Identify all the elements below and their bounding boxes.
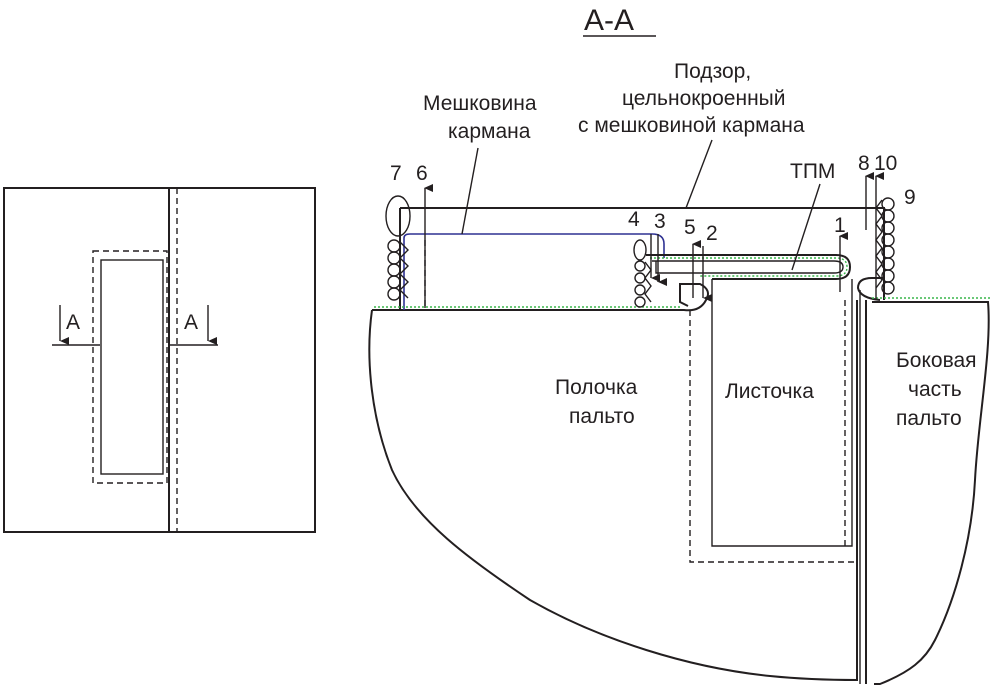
- label-facing-line1: Подзор,: [674, 60, 751, 83]
- label-pocket-bag-line1: Мешковина: [423, 92, 537, 115]
- seam-number-10: 10: [874, 152, 897, 175]
- seam-number-7: 7: [390, 162, 402, 185]
- overlock-stitch-middle: [633, 239, 652, 308]
- seam-number-3: 3: [654, 210, 666, 233]
- pocket-bag-line: [403, 233, 665, 310]
- overlock-stitch-right: [875, 197, 895, 295]
- label-facing-line2: цельнокроенный: [622, 87, 786, 110]
- section-view: [368, 139, 990, 685]
- front-panel-outline: [368, 283, 858, 682]
- leader-pocket-bag: [461, 147, 479, 235]
- side-seam-fold: [856, 277, 884, 301]
- overlock-stitch-left: [385, 195, 411, 301]
- seam-number-4: 4: [628, 208, 640, 231]
- welt-pocket-outline: [100, 259, 164, 475]
- seam-number-8: 8: [858, 152, 870, 175]
- seam-number-9: 9: [904, 186, 916, 209]
- label-tpm: ТПМ: [790, 160, 835, 183]
- seam-number-6: 6: [416, 162, 428, 185]
- garment-panel-outline: [3, 187, 316, 533]
- welt-body-outline: [711, 279, 853, 547]
- welt-inner-strip: [652, 260, 844, 274]
- leader-tpm: [791, 183, 821, 271]
- seam-number-2: 2: [706, 222, 718, 245]
- label-front-line1: Полочка: [555, 376, 638, 399]
- pocket-bag-dashed-outline: [92, 250, 168, 484]
- side-panel-outline: [872, 301, 990, 685]
- section-title: А-А: [584, 4, 634, 37]
- label-pocket-bag-line2: кармана: [448, 120, 531, 143]
- label-side-line2: часть: [908, 378, 962, 401]
- welt-body-dashed: [689, 310, 856, 563]
- label-facing-line3: с мешковиной кармана: [578, 114, 805, 137]
- leader-facing: [685, 139, 713, 209]
- plan-view: А А: [3, 187, 316, 533]
- label-side-line3: пальто: [896, 407, 962, 430]
- label-front-line2: пальто: [569, 405, 635, 428]
- cut-mark-left-label: А: [66, 311, 80, 334]
- seam-number-1: 1: [834, 214, 846, 237]
- cut-mark-right-label: А: [184, 311, 198, 334]
- welt-top-fold: [646, 254, 852, 280]
- seam-number-5: 5: [684, 216, 696, 239]
- label-side-line1: Боковая: [896, 349, 977, 372]
- label-welt: Листочка: [725, 380, 814, 403]
